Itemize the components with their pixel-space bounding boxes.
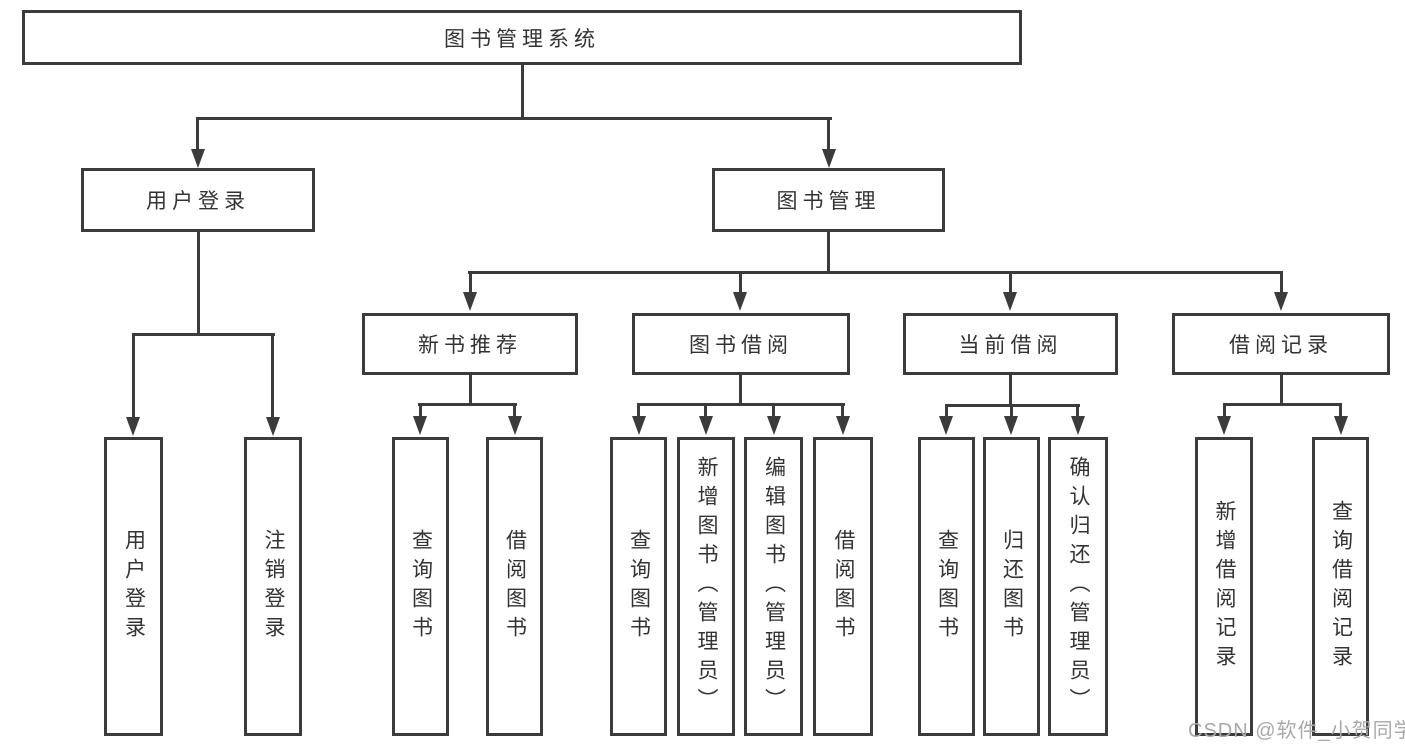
- connector-line: [1010, 404, 1013, 418]
- node-current-borrowing: 当前借阅: [903, 313, 1118, 375]
- leaf-borrow-books-borrowing: 借阅图书: [813, 437, 873, 736]
- connector-line: [1009, 373, 1012, 406]
- leaf-borrow-books-recommend: 借阅图书: [486, 437, 543, 736]
- node-label: 查询借阅记录: [1329, 499, 1353, 674]
- connector-line: [196, 117, 832, 120]
- node-library-management-system: 图书管理系统: [22, 10, 1022, 65]
- connector-line: [418, 403, 517, 406]
- node-label: 用户登录: [146, 190, 250, 213]
- connector-line: [197, 230, 200, 336]
- connector-line: [1280, 373, 1283, 405]
- connector-line: [827, 230, 830, 273]
- arrow-down-icon: [1274, 292, 1288, 311]
- arrow-down-icon: [508, 416, 522, 435]
- node-label: 图书管理系统: [444, 27, 600, 51]
- connector-line: [637, 403, 845, 406]
- node-label: 查询图书: [627, 528, 651, 645]
- node-label: 确认归还（管理员）: [1067, 456, 1090, 717]
- connector-line: [1223, 403, 1342, 406]
- arrow-down-icon: [632, 416, 646, 435]
- node-label: 编辑图书（管理员）: [762, 456, 786, 717]
- connector-line: [271, 333, 274, 418]
- connector-line: [196, 117, 199, 152]
- node-label: 用户登录: [122, 528, 146, 645]
- leaf-user-login: 用户登录: [104, 437, 163, 736]
- connector-line: [1223, 403, 1226, 418]
- node-label: 借阅图书: [503, 528, 527, 645]
- arrow-down-icon: [1004, 416, 1018, 435]
- node-label: 图书管理: [776, 190, 881, 213]
- node-book-borrowing: 图书借阅: [632, 313, 850, 375]
- connector-line: [841, 403, 844, 418]
- node-label: 查询图书: [935, 528, 959, 645]
- connector-line: [945, 404, 948, 418]
- node-label: 图书借阅: [689, 334, 793, 357]
- leaf-query-books-current: 查询图书: [918, 437, 975, 736]
- arrow-down-icon: [266, 417, 280, 436]
- connector-line: [469, 271, 472, 294]
- node-user-login: 用户登录: [81, 168, 315, 232]
- connector-line: [132, 333, 135, 418]
- node-new-book-recommendation: 新书推荐: [362, 313, 578, 375]
- connector-line: [1076, 404, 1079, 418]
- arrow-down-icon: [1334, 416, 1348, 435]
- arrow-down-icon: [1071, 416, 1085, 435]
- node-label: 借阅图书: [832, 528, 855, 645]
- arrow-down-icon: [1003, 292, 1017, 311]
- connector-line: [468, 271, 1283, 274]
- arrow-down-icon: [191, 149, 205, 168]
- watermark-text: CSDN @软件_小贺同学: [1188, 720, 1405, 742]
- node-label: 注销登录: [262, 528, 285, 645]
- node-label: 当前借阅: [958, 334, 1063, 357]
- connector-line: [739, 271, 742, 294]
- leaf-query-borrow-record: 查询借阅记录: [1312, 437, 1369, 736]
- connector-line: [132, 333, 275, 336]
- connector-line: [513, 403, 516, 418]
- connector-line: [704, 403, 707, 418]
- leaf-query-books-borrowing: 查询图书: [610, 437, 667, 736]
- connector-line: [419, 403, 422, 418]
- connector-line: [521, 63, 524, 118]
- arrow-down-icon: [126, 417, 140, 436]
- leaf-logout-login: 注销登录: [244, 437, 302, 736]
- arrow-down-icon: [463, 292, 477, 311]
- connector-line: [772, 403, 775, 418]
- connector-line: [469, 373, 472, 405]
- node-borrowing-records: 借阅记录: [1172, 313, 1390, 375]
- arrow-down-icon: [822, 149, 836, 168]
- node-label: 借阅记录: [1229, 334, 1333, 357]
- leaf-edit-book-admin: 编辑图书（管理员）: [744, 437, 803, 736]
- arrow-down-icon: [836, 416, 850, 435]
- connector-line: [827, 117, 830, 152]
- node-label: 查询图书: [409, 528, 433, 645]
- arrow-down-icon: [1217, 416, 1231, 435]
- arrow-down-icon: [699, 416, 713, 435]
- leaf-confirm-return-admin: 确认归还（管理员）: [1048, 437, 1108, 736]
- arrow-down-icon: [413, 416, 427, 435]
- connector-line: [1009, 271, 1012, 294]
- connector-line: [1339, 403, 1342, 418]
- node-label: 新增图书（管理员）: [695, 456, 718, 717]
- node-label: 归还图书: [1000, 528, 1024, 645]
- leaf-query-books-recommend: 查询图书: [392, 437, 449, 736]
- node-book-management: 图书管理: [712, 168, 945, 232]
- leaf-add-borrow-record: 新增借阅记录: [1195, 437, 1253, 736]
- connector-line: [739, 373, 742, 405]
- arrow-down-icon: [767, 416, 781, 435]
- connector-line: [1280, 271, 1283, 294]
- node-label: 新书推荐: [418, 334, 522, 357]
- arrow-down-icon: [733, 292, 747, 311]
- leaf-return-book: 归还图书: [983, 437, 1040, 736]
- connector-line: [637, 403, 640, 418]
- node-label: 新增借阅记录: [1213, 499, 1236, 674]
- leaf-add-book-admin: 新增图书（管理员）: [677, 437, 735, 736]
- arrow-down-icon: [939, 416, 953, 435]
